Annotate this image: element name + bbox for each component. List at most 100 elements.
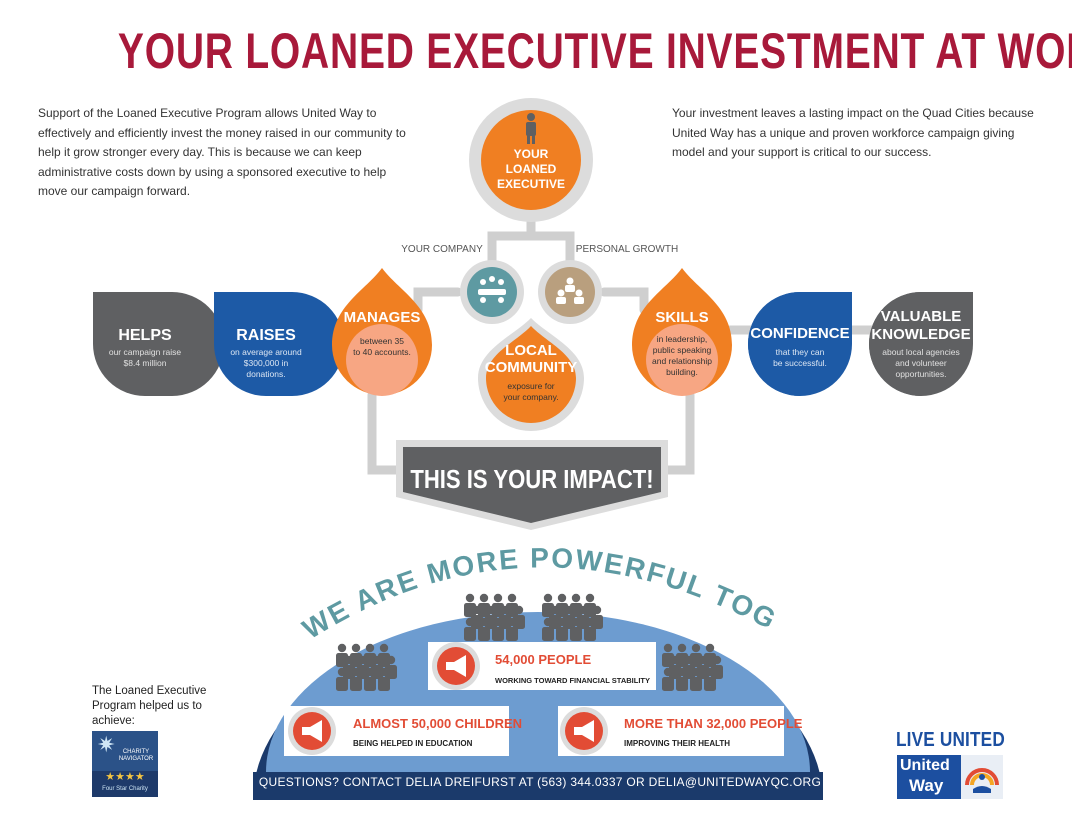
- raises-line2: $300,000 in: [244, 358, 289, 368]
- person-silhouette-body: [506, 627, 518, 641]
- stat-2-detail: BEING HELPED IN EDUCATION: [353, 739, 473, 748]
- people-group-icon: [556, 277, 584, 304]
- person-silhouette-head: [670, 655, 680, 665]
- your-company-label: YOUR COMPANY: [401, 244, 483, 255]
- person-silhouette-body: [584, 627, 596, 641]
- local-line2: your company.: [503, 392, 558, 402]
- person-silhouette-head: [344, 655, 354, 665]
- megaphone-icon: [446, 655, 466, 677]
- knowledge-left: [869, 292, 921, 396]
- person-silhouette-body: [464, 603, 476, 617]
- megaphone-icon: [574, 720, 594, 742]
- person-silhouette-head: [557, 593, 567, 603]
- knowledge-line3: opportunities.: [895, 369, 946, 379]
- person-silhouette-body: [662, 653, 674, 667]
- person-silhouette-head: [571, 617, 581, 627]
- executive-circle: [481, 110, 581, 210]
- badge-stars: ★★★★: [105, 771, 145, 783]
- person-silhouette-body: [584, 603, 596, 617]
- person-silhouette-body: [549, 615, 561, 629]
- raises-line3: donations.: [246, 369, 285, 379]
- person-silhouette-body: [471, 615, 483, 629]
- person-silhouette-head: [386, 655, 396, 665]
- knowledge-line2: and volunteer: [895, 358, 947, 368]
- person-silhouette-body: [662, 677, 674, 691]
- person-silhouette-head: [358, 655, 368, 665]
- skills-title: SKILLS: [655, 309, 708, 326]
- uw-box: [897, 755, 961, 799]
- person-silhouette-body: [464, 627, 476, 641]
- person-silhouette-body: [478, 603, 490, 617]
- person-silhouette-body: [669, 665, 681, 679]
- person-silhouette-body: [542, 627, 554, 641]
- person-silhouette-body: [676, 677, 688, 691]
- raises-line1: on average around: [230, 347, 302, 357]
- person-silhouette-body: [336, 677, 348, 691]
- person-silhouette-body: [513, 615, 525, 629]
- person-silhouette-head: [337, 643, 347, 653]
- manages-inner: [346, 324, 418, 396]
- team-meeting-icon: [478, 276, 506, 303]
- person-silhouette-head: [557, 617, 567, 627]
- person-silhouette-head: [365, 667, 375, 677]
- person-silhouette-head: [712, 655, 722, 665]
- stat-1-detail: WORKING TOWARD FINANCIAL STABILITY: [495, 676, 650, 685]
- person-silhouette-body: [506, 603, 518, 617]
- knowledge-title2: KNOWLEDGE: [871, 326, 970, 343]
- knowledge-line1: about local agencies: [882, 347, 960, 357]
- person-silhouette-head: [684, 655, 694, 665]
- person-silhouette-head: [550, 605, 560, 615]
- person-silhouette-body: [343, 665, 355, 679]
- stat-3-headline: MORE THAN 32,000 PEOPLE: [624, 716, 803, 731]
- person-silhouette-body: [556, 603, 568, 617]
- person-silhouette-body: [711, 665, 723, 679]
- confidence-title: CONFIDENCE: [750, 325, 849, 342]
- charity-navigator-badge: ✷ CHARITY NAVIGATOR ★★★★ Four Star Chari…: [92, 731, 158, 797]
- manages-line2: to 40 accounts.: [353, 347, 411, 357]
- stat-2: ALMOST 50,000 CHILDREN BEING HELPED IN E…: [284, 706, 522, 756]
- person-silhouette-head: [691, 643, 701, 653]
- skills-line4: building.: [666, 367, 698, 377]
- helps-line2: $8.4 million: [124, 358, 167, 368]
- person-silhouette-body: [350, 677, 362, 691]
- person-silhouette-head: [663, 643, 673, 653]
- person-silhouette-head: [500, 605, 510, 615]
- person-silhouette-head: [493, 593, 503, 603]
- intro-left-paragraph: Support of the Loaned Executive Program …: [38, 106, 406, 198]
- impact-banner: [403, 447, 661, 523]
- person-silhouette-body: [350, 653, 362, 667]
- confidence-line1: that they can: [776, 347, 825, 357]
- person-silhouette-head: [578, 605, 588, 615]
- executive-line1: YOUR: [514, 147, 549, 161]
- person-silhouette-body: [492, 603, 504, 617]
- person-silhouette-head: [585, 593, 595, 603]
- personal-growth-label: PERSONAL GROWTH: [576, 244, 678, 255]
- megaphone-icon: [302, 720, 322, 742]
- person-silhouette-body: [378, 653, 390, 667]
- person-silhouette-head: [465, 617, 475, 627]
- manages-line1: between 35: [360, 336, 404, 346]
- person-silhouette-head: [479, 617, 489, 627]
- skills-line1: in leadership,: [657, 334, 708, 344]
- uw-line1: United: [900, 757, 950, 774]
- local-title2: COMMUNITY: [485, 359, 578, 376]
- stat-2-headline: ALMOST 50,000 CHILDREN: [353, 716, 522, 731]
- person-silhouette-head: [379, 643, 389, 653]
- person-silhouette-head: [351, 643, 361, 653]
- person-silhouette-body: [556, 627, 568, 641]
- united-way-logo: United Way: [897, 755, 1003, 799]
- person-silhouette-head: [698, 655, 708, 665]
- helps-line1: our campaign raise: [109, 347, 182, 357]
- badge-top: [92, 731, 158, 771]
- skills-line2: public speaking: [653, 345, 712, 355]
- impact-text: THIS IS YOUR IMPACT!: [410, 465, 653, 494]
- person-silhouette-head: [691, 667, 701, 677]
- skills-inner: [646, 324, 718, 396]
- person-silhouette-body: [499, 615, 511, 629]
- rainbow-hand-icon: [965, 768, 999, 793]
- person-silhouette-head: [493, 617, 503, 627]
- footer-band: [253, 772, 823, 800]
- person-silhouette-body: [704, 677, 716, 691]
- person-silhouette-head: [663, 667, 673, 677]
